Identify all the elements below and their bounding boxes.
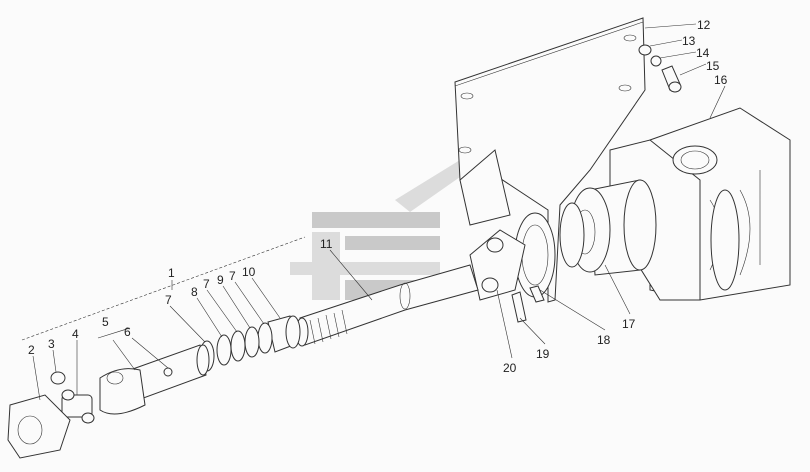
callout-7b: 7 [203, 277, 210, 291]
callout-7c: 7 [229, 269, 236, 283]
callout-3: 3 [48, 337, 55, 351]
callout-17: 17 [622, 317, 636, 331]
callout-5: 5 [102, 315, 109, 329]
watermark-logo [290, 160, 470, 300]
callout-11: 11 [320, 237, 333, 251]
callout-19: 19 [536, 347, 550, 361]
callout-10: 10 [242, 265, 256, 279]
leader-lines [21, 23, 726, 401]
callout-13: 13 [682, 34, 696, 48]
callout-8: 8 [191, 285, 198, 299]
callout-9: 9 [217, 273, 224, 287]
fasteners [638, 44, 682, 93]
callout-14: 14 [696, 46, 710, 60]
callout-6: 6 [124, 325, 131, 339]
callout-7a: 7 [165, 293, 172, 307]
universal-joint-left [7, 371, 95, 459]
coupling-flange [559, 179, 657, 276]
callout-2: 2 [28, 343, 35, 357]
callout-20: 20 [503, 361, 517, 375]
callout-labels: 1 2 3 4 5 6 7 8 7 9 7 10 11 12 13 14 15 … [28, 18, 728, 375]
callout-12: 12 [697, 18, 711, 32]
callout-15: 15 [706, 59, 720, 73]
seal-rings [199, 315, 301, 372]
yoke-tube [99, 344, 210, 415]
callout-4: 4 [72, 327, 79, 341]
callout-18a: 18 [597, 333, 611, 347]
universal-joint-right [469, 229, 545, 323]
callout-1: 1 [168, 266, 175, 280]
callout-16: 16 [714, 73, 728, 87]
